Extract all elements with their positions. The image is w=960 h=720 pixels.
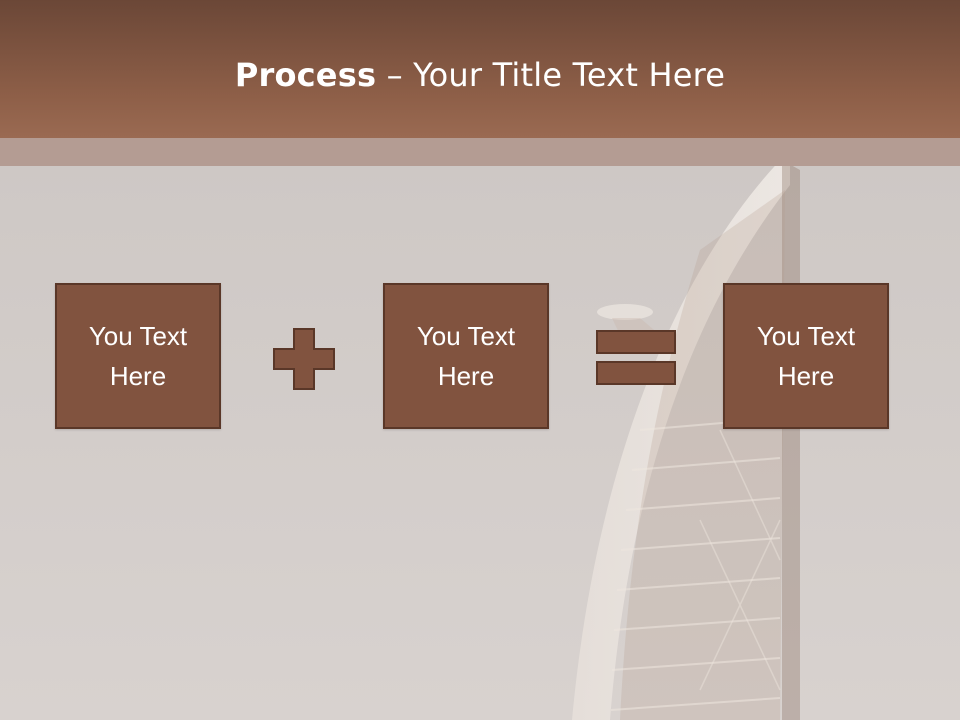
- process-box-1: You Text Here: [55, 283, 221, 429]
- plus-icon: [273, 328, 335, 390]
- slide-title: Process – Your Title Text Here: [0, 52, 960, 98]
- header-strip: [0, 138, 960, 166]
- process-box-1-text: You Text Here: [88, 321, 188, 391]
- process-box-3: You Text Here: [723, 283, 889, 429]
- process-box-3-text: You Text Here: [756, 321, 856, 391]
- equals-icon: [596, 330, 676, 385]
- title-rest: – Your Title Text Here: [376, 56, 726, 94]
- process-box-2-text: You Text Here: [416, 321, 516, 391]
- process-box-2: You Text Here: [383, 283, 549, 429]
- header-bar: [0, 0, 960, 138]
- title-bold: Process: [234, 56, 377, 94]
